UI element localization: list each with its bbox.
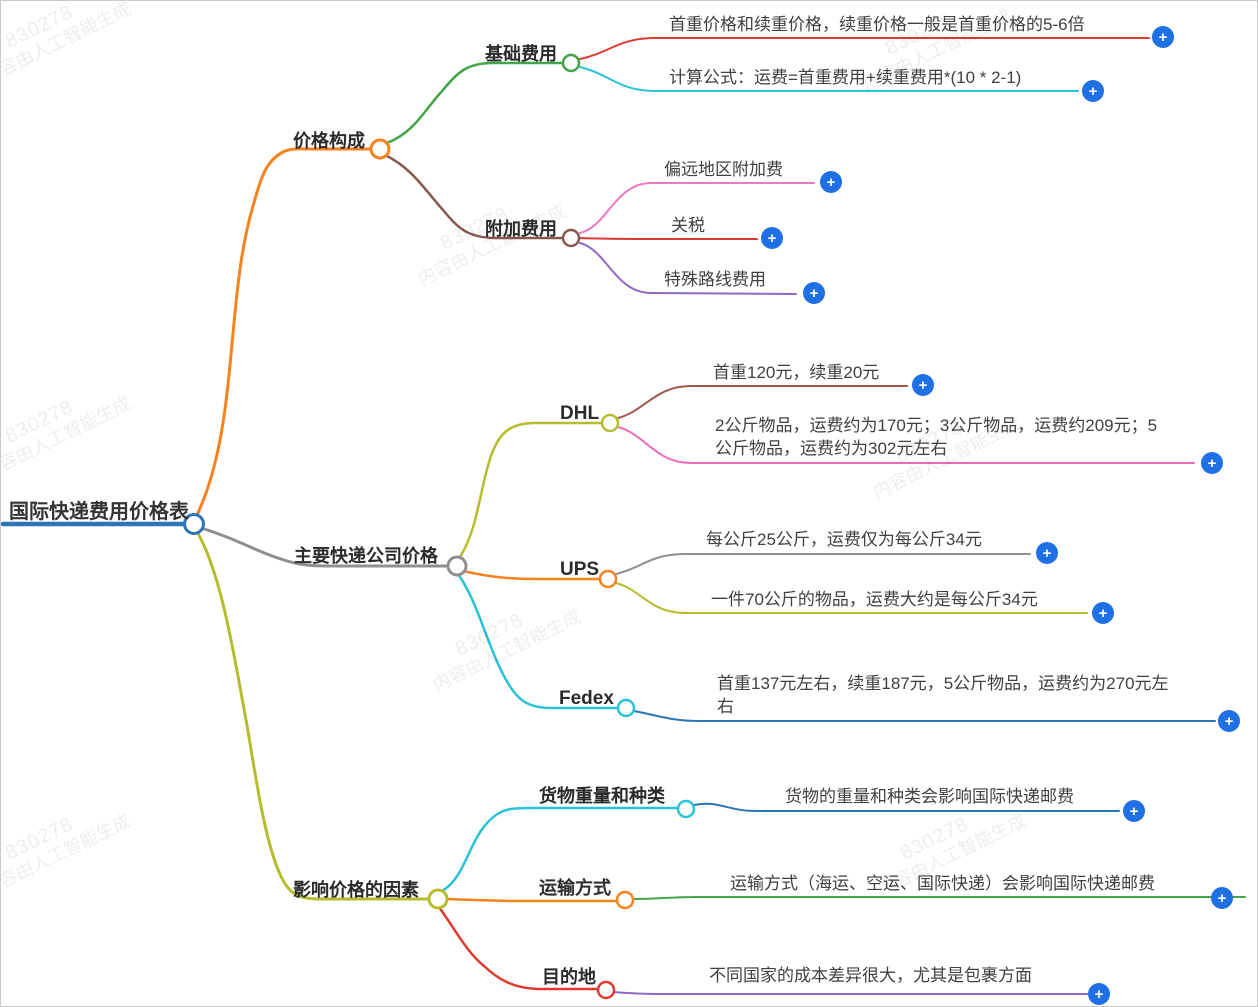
leaf-first-weight[interactable]: 首重价格和续重价格，续重价格一般是首重价格的5-6倍	[669, 15, 1085, 34]
branch-line-base-fee	[385, 61, 564, 145]
leaf-dhl-examples[interactable]: 2公斤物品，运费约为170元；3公斤物品，运费约209元；5公斤物品，运费约为3…	[715, 416, 1158, 458]
leaf-line-special-route	[579, 242, 797, 295]
expand-button[interactable]: +	[1092, 602, 1114, 624]
node-circle-ups[interactable]	[598, 569, 618, 589]
branch-line-weight-type	[440, 806, 680, 893]
plus-icon: +	[1158, 28, 1168, 46]
leaf-line-remote-area	[579, 182, 815, 234]
expand-button[interactable]: +	[1218, 710, 1240, 732]
branch-line-destination	[437, 905, 600, 991]
leaf-line-ups-price2	[615, 582, 1088, 614]
leaf-line-formula	[579, 66, 1079, 92]
topic-price-composition[interactable]: 价格构成	[293, 131, 365, 151]
node-circle-fedex[interactable]	[616, 698, 636, 718]
expand-button[interactable]: +	[1088, 983, 1110, 1005]
topic-dhl[interactable]: DHL	[560, 403, 600, 424]
branch-line-price-composition	[195, 147, 373, 517]
topic-factors[interactable]: 影响价格的因素	[293, 880, 419, 900]
topic-ups[interactable]: UPS	[560, 559, 600, 580]
branch-line-surcharge	[383, 153, 564, 240]
plus-icon: +	[1088, 82, 1098, 100]
leaf-weight-type-note[interactable]: 货物的重量和种类会影响国际快递邮费	[785, 787, 1074, 806]
node-circle-factors[interactable]	[427, 888, 449, 910]
node-circle-destination[interactable]	[596, 980, 616, 1000]
leaf-line-dhl-price	[617, 385, 908, 419]
plus-icon: +	[1098, 604, 1108, 622]
leaf-line-transport-mode-note	[632, 896, 1246, 900]
leaf-fedex-price[interactable]: 首重137元左右，续重187元，5公斤物品，运费约为270元左右	[717, 674, 1169, 716]
branch-line-factors	[194, 528, 432, 901]
root-topic-label[interactable]: 国际快递费用价格表	[9, 501, 189, 523]
leaf-line-first-weight	[579, 37, 1150, 60]
topic-base-fee[interactable]: 基础费用	[485, 44, 557, 64]
plus-icon: +	[1042, 544, 1052, 562]
leaf-ups-price2[interactable]: 一件70公斤的物品，运费大约是每公斤34元	[711, 590, 1038, 609]
plus-icon: +	[809, 284, 819, 302]
expand-button[interactable]: +	[912, 374, 934, 396]
topic-transport-mode[interactable]: 运输方式	[539, 878, 611, 898]
expand-button[interactable]: +	[1211, 887, 1233, 909]
expand-button[interactable]: +	[761, 227, 783, 249]
node-circle-dhl[interactable]	[600, 413, 620, 433]
root-node-circle[interactable]	[183, 513, 205, 535]
plus-icon: +	[918, 376, 928, 394]
leaf-line-weight-type-note	[693, 802, 1120, 812]
leaf-destination-note[interactable]: 不同国家的成本差异很大，尤其是包裹方面	[709, 966, 1032, 985]
expand-button[interactable]: +	[1036, 542, 1058, 564]
leaf-line-ups-price1	[615, 553, 1031, 575]
leaf-special-route[interactable]: 特殊路线费用	[664, 270, 766, 289]
plus-icon: +	[826, 173, 836, 191]
expand-button[interactable]: +	[1082, 80, 1104, 102]
node-circle-weight-type[interactable]	[676, 799, 696, 819]
leaf-line-fedex-price	[633, 710, 1216, 722]
leaf-line-tariff	[579, 237, 758, 240]
expand-button[interactable]: +	[820, 171, 842, 193]
node-circle-transport-mode[interactable]	[615, 890, 635, 910]
leaf-dhl-price[interactable]: 首重120元，续重20元	[713, 363, 880, 382]
plus-icon: +	[1224, 712, 1234, 730]
node-circle-surcharge[interactable]	[561, 228, 581, 248]
node-circle-price-composition[interactable]	[369, 138, 391, 160]
branch-line-transport-mode	[444, 897, 618, 903]
plus-icon: +	[1217, 889, 1227, 907]
branch-line-fedex	[456, 572, 620, 710]
leaf-line-destination-note	[612, 991, 1090, 995]
leaf-line-dhl-examples	[617, 426, 1195, 464]
plus-icon: +	[1094, 985, 1104, 1003]
expand-button[interactable]: +	[1201, 452, 1223, 474]
node-circle-companies[interactable]	[446, 555, 468, 577]
branch-line-companies	[196, 525, 450, 568]
leaf-remote-area[interactable]: 偏远地区附加费	[664, 160, 783, 179]
topic-companies[interactable]: 主要快递公司价格	[294, 546, 438, 566]
leaf-ups-price1[interactable]: 每公斤25公斤，运费仅为每公斤34元	[706, 530, 982, 549]
branch-line-dhl	[458, 421, 604, 559]
expand-button[interactable]: +	[1152, 26, 1174, 48]
branch-line-ups	[461, 569, 602, 581]
plus-icon: +	[767, 229, 777, 247]
expand-button[interactable]: +	[1123, 800, 1145, 822]
topic-surcharge[interactable]: 附加费用	[485, 219, 557, 239]
leaf-transport-mode-note[interactable]: 运输方式（海运、空运、国际快递）会影响国际快递邮费	[730, 874, 1155, 893]
topic-destination[interactable]: 目的地	[542, 967, 596, 987]
expand-button[interactable]: +	[803, 282, 825, 304]
leaf-formula[interactable]: 计算公式：运费=首重费用+续重费用*(10 * 2-1)	[669, 68, 1022, 87]
leaf-tariff[interactable]: 关税	[671, 216, 705, 235]
node-circle-base-fee[interactable]	[561, 53, 581, 73]
plus-icon: +	[1207, 454, 1217, 472]
plus-icon: +	[1129, 802, 1139, 820]
topic-weight-type[interactable]: 货物重量和种类	[539, 786, 665, 806]
topic-fedex[interactable]: Fedex	[559, 688, 614, 709]
